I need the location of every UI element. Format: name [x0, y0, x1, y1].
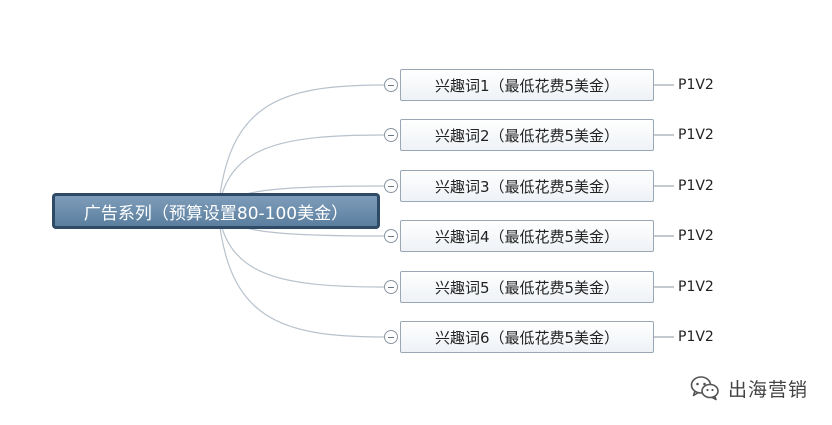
child-topic-label: 兴趣词5（最低花费5美金） — [434, 278, 620, 297]
root-topic[interactable]: 广告系列（预算设置80-100美金） — [52, 193, 380, 229]
connector-line — [217, 134, 385, 212]
watermark-text: 出海营销 — [728, 378, 809, 401]
collapse-toggle-icon[interactable] — [384, 330, 398, 344]
child-topic[interactable]: 兴趣词4（最低花费5美金） — [400, 220, 654, 252]
child-topic[interactable]: 兴趣词5（最低花费5美金） — [400, 271, 654, 303]
child-topic[interactable]: 兴趣词1（最低花费5美金） — [400, 69, 654, 101]
leaf-topic-label[interactable]: P1V2 — [678, 77, 714, 93]
connector-line — [217, 210, 385, 338]
wechat-icon — [690, 376, 719, 401]
leaf-topic-label[interactable]: P1V2 — [678, 329, 714, 345]
child-topic-label: 兴趣词3（最低花费5美金） — [434, 177, 620, 196]
connector-line — [217, 210, 385, 288]
connector-line — [217, 84, 385, 212]
leaf-topic-label[interactable]: P1V2 — [678, 228, 714, 244]
collapse-toggle-icon[interactable] — [384, 229, 398, 243]
leaf-topic-label[interactable]: P1V2 — [678, 279, 714, 295]
child-topic[interactable]: 兴趣词6（最低花费5美金） — [400, 321, 654, 353]
collapse-toggle-icon[interactable] — [384, 78, 398, 92]
child-topic-label: 兴趣词2（最低花费5美金） — [434, 126, 620, 145]
root-topic-label: 广告系列（预算设置80-100美金） — [83, 203, 349, 224]
collapse-toggle-icon[interactable] — [384, 179, 398, 193]
collapse-toggle-icon[interactable] — [384, 280, 398, 294]
collapse-toggle-icon[interactable] — [384, 128, 398, 142]
child-topic[interactable]: 兴趣词3（最低花费5美金） — [400, 170, 654, 202]
leaf-topic-label[interactable]: P1V2 — [678, 178, 714, 194]
child-topic-label: 兴趣词4（最低花费5美金） — [434, 227, 620, 246]
child-topic[interactable]: 兴趣词2（最低花费5美金） — [400, 119, 654, 151]
child-topic-label: 兴趣词1（最低花费5美金） — [434, 76, 620, 95]
child-topic-label: 兴趣词6（最低花费5美金） — [434, 328, 620, 347]
watermark: 出海营销 — [690, 373, 808, 403]
leaf-topic-label[interactable]: P1V2 — [678, 127, 714, 143]
